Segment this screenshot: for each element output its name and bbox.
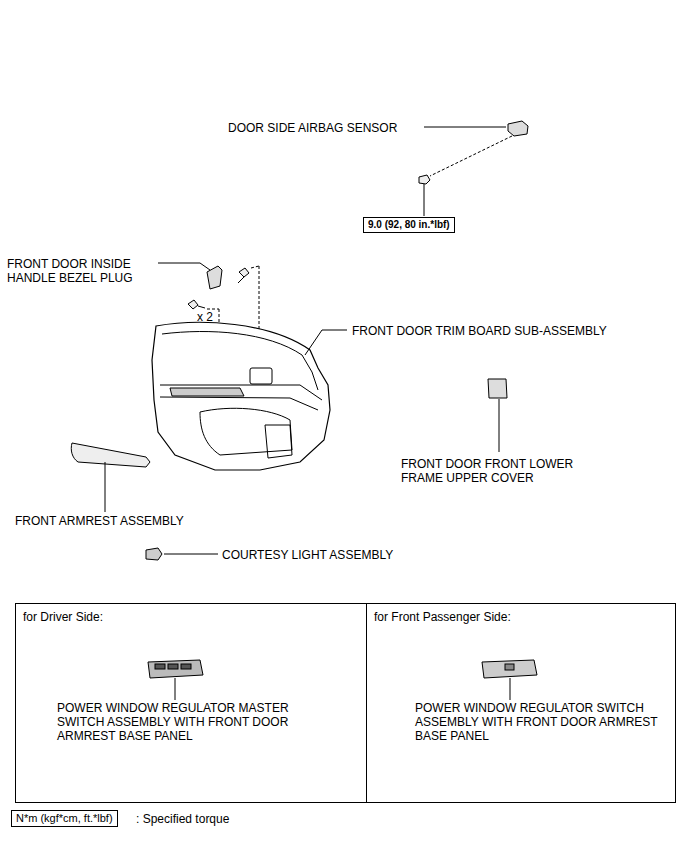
node-text: N*m (kgf*cm, ft.*lbf) [16, 812, 113, 825]
handle-recess [250, 368, 272, 384]
part-label: FRONT DOOR TRIM BOARD SUB-ASSEMBLY [352, 324, 607, 338]
door-trim-board [152, 322, 330, 470]
leader-line [105, 462, 106, 512]
part-label: COURTESY LIGHT ASSEMBLY [222, 548, 393, 562]
part-label: DOOR SIDE AIRBAG SENSOR [228, 121, 397, 135]
leader-line [424, 202, 425, 216]
cell-heading: for Driver Side: [16, 604, 366, 624]
trim-detail [162, 332, 318, 390]
bolt-shank [424, 184, 425, 202]
table-cell: for Front Passenger Side: POWER WINDOW RE… [367, 604, 675, 802]
frame-cover [488, 379, 507, 398]
node-text: POWER WINDOW REGULATOR SWITCH ASSEMBLY W… [415, 701, 665, 743]
part-label: FRONT DOOR FRONT LOWER FRAME UPPER COVER [401, 457, 611, 485]
part-label: FRONT ARMREST ASSEMBLY [15, 514, 184, 528]
leader-line [510, 678, 511, 700]
passenger-switch [482, 660, 537, 678]
leader-line [158, 263, 210, 270]
torque-box: N*m (kgf*cm, ft.*lbf) [11, 810, 118, 827]
node-text: 9.0 (92, 80 in.*lbf) [368, 219, 450, 231]
courtesy-light [146, 548, 162, 560]
table-frame [16, 604, 676, 803]
node-text: POWER WINDOW REGULATOR MASTER SWITCH ASS… [57, 701, 327, 743]
leader-line [305, 330, 347, 355]
dashed-line [430, 136, 512, 176]
switch-recess [170, 388, 244, 396]
leader-line [424, 127, 506, 128]
part-label: FRONT DOOR INSIDE HANDLE BEZEL PLUG [7, 257, 157, 285]
master-switch [148, 660, 203, 678]
leader-line [175, 678, 176, 700]
armrest [71, 443, 150, 467]
pocket [265, 425, 292, 458]
airbag-sensor [508, 121, 528, 136]
screw-symbol [188, 300, 198, 309]
leader-line [499, 399, 500, 452]
screw-symbol [239, 268, 249, 277]
table-cell: for Driver Side: POWER WINDOW REGULATOR M… [16, 604, 366, 802]
leader-line [164, 554, 218, 555]
cell-heading: for Front Passenger Side: [367, 604, 675, 624]
torque-box: 9.0 (92, 80 in.*lbf) [363, 217, 455, 233]
part-label: : Specified torque [136, 812, 229, 826]
pocket [200, 408, 292, 455]
bolt-symbol [419, 175, 430, 184]
part-label: x 2 [197, 310, 213, 324]
table-divider [366, 603, 367, 803]
